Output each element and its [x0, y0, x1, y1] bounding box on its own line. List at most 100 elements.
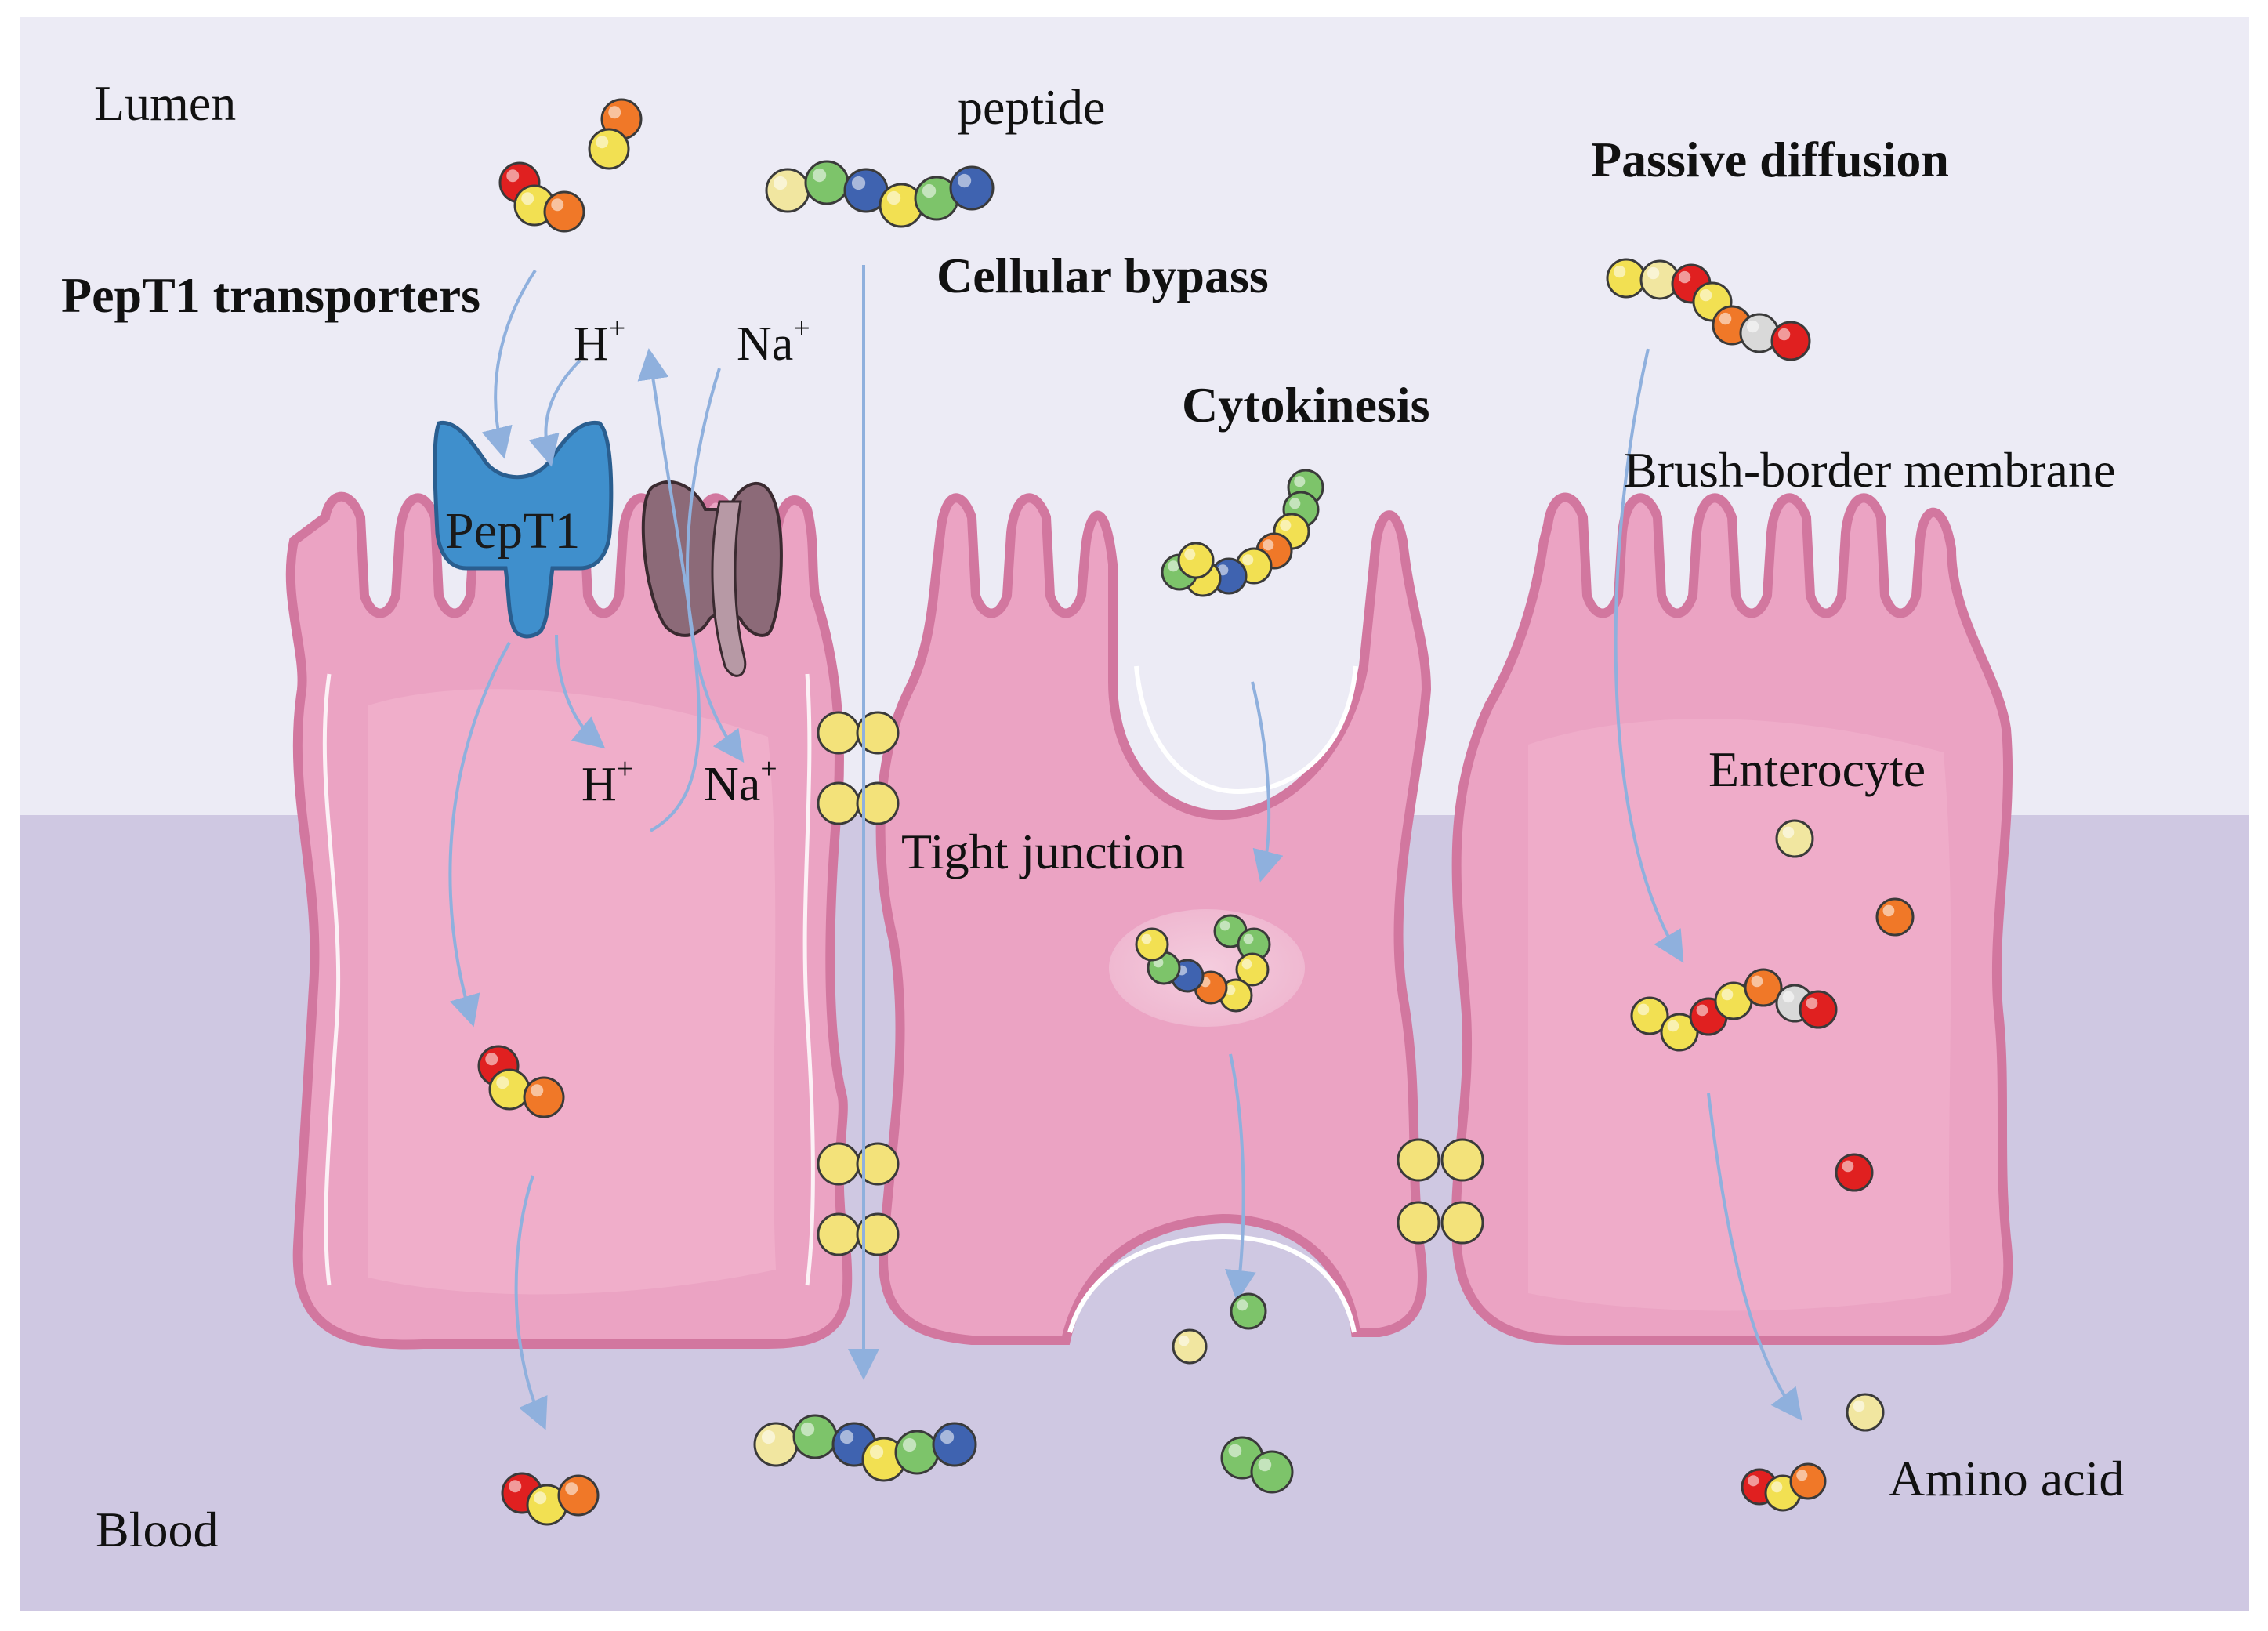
tight-junction-bead — [856, 711, 900, 755]
bead-body — [1606, 258, 1647, 299]
bead-shine — [1882, 904, 1895, 917]
bead-body — [1775, 819, 1814, 858]
na-ion-cytosol: Na+ — [704, 754, 777, 811]
tight-junction-bead — [1397, 1201, 1440, 1245]
bead-shine — [1168, 560, 1179, 572]
tripeptide-blood — [501, 1472, 600, 1526]
bead-shine — [957, 173, 972, 188]
bead-shine — [851, 176, 866, 190]
tight-junction-label: Tight junction — [901, 824, 1186, 879]
transport-arrow — [555, 634, 606, 749]
exchanger-inner-subunit — [711, 500, 747, 677]
bead-shine — [496, 1076, 509, 1089]
hexapeptide-blood — [753, 1414, 977, 1482]
amino-acid-beads — [477, 98, 1915, 1526]
bead-shine — [531, 1084, 544, 1097]
bead-body — [932, 1422, 977, 1467]
amino-acid-bead — [765, 168, 810, 213]
amino-acid-bead — [753, 1422, 799, 1467]
bead-shine — [1242, 554, 1254, 566]
bead-shine — [761, 1430, 776, 1444]
tight-junction-bead — [817, 781, 860, 825]
amino-acid-bead — [1692, 281, 1733, 322]
bead-shine — [1613, 265, 1626, 278]
transport-arrow — [1251, 681, 1284, 883]
amino-acid-bead — [894, 1430, 940, 1475]
bead-shine — [551, 198, 564, 212]
endocytic-vesicle — [1109, 909, 1305, 1027]
bead-body — [753, 1422, 799, 1467]
hexapeptide-lumen — [765, 160, 995, 228]
amino-acid-bead — [1230, 1292, 1267, 1330]
transport-arrow — [1707, 1093, 1802, 1421]
inner-membrane-right — [802, 673, 815, 1286]
bead-shine — [1842, 1160, 1854, 1173]
bead-body — [488, 1068, 531, 1111]
dipeptide-blood — [1220, 1436, 1294, 1494]
amino-acid-bead — [804, 160, 850, 205]
amino-acid-bead — [557, 1474, 600, 1517]
pept1-transporters-label: PepT1 transporters — [61, 267, 481, 323]
bead-shine — [839, 1430, 854, 1444]
bead-shine — [1667, 1020, 1679, 1032]
bead-body — [1135, 927, 1169, 962]
amino-acid-bead — [1770, 321, 1811, 361]
amino-acid-bead — [1775, 984, 1814, 1023]
bead-shine — [1796, 1470, 1808, 1481]
bead-body — [1835, 1153, 1874, 1192]
bead-shine — [1225, 984, 1236, 995]
amino-acid-bead — [1799, 990, 1838, 1029]
bead-body — [1875, 897, 1915, 937]
blood-label: Blood — [96, 1502, 219, 1557]
amino-acid-bead — [1235, 952, 1270, 987]
bead-shine — [1280, 520, 1292, 531]
tripeptide-lumen — [498, 161, 585, 233]
bead-body — [1770, 321, 1811, 361]
bead-body — [1250, 1450, 1294, 1494]
bead-body — [894, 1430, 940, 1475]
bead-shine — [1243, 933, 1254, 944]
tight-junction-bead — [856, 1212, 900, 1256]
amino-acid-bead — [588, 128, 630, 170]
h-ion-cytosol: H+ — [581, 754, 633, 809]
bead-shine — [1777, 328, 1791, 341]
bead-shine — [1184, 549, 1196, 560]
bead-shine — [485, 1053, 498, 1066]
tight-junctions — [817, 711, 1484, 1256]
bead-shine — [1719, 312, 1732, 325]
bead-shine — [1696, 1004, 1708, 1017]
amino-acid-bead — [932, 1422, 977, 1467]
amino-acid-bead — [488, 1068, 531, 1111]
amino-acid-bead — [792, 1414, 838, 1459]
bead-shine — [1748, 1475, 1759, 1487]
h-ion-lumen: H+ — [574, 314, 625, 371]
bead-shine — [1853, 1400, 1865, 1412]
bead-shine — [1228, 1444, 1242, 1458]
transport-arrow — [528, 359, 581, 467]
bead-body — [1846, 1393, 1885, 1432]
na-ion-cytosol-base: Na — [704, 758, 761, 811]
na-ion-lumen-base: Na — [737, 317, 794, 371]
dipeptide-lumen — [588, 98, 643, 170]
basal-opening — [1067, 1234, 1357, 1333]
bead-shine — [1782, 991, 1795, 1003]
peptide-cell-right — [1630, 968, 1838, 1052]
bead-shine — [1258, 1458, 1272, 1472]
tight-junction-bead — [817, 1212, 860, 1256]
inner-membrane-left — [322, 673, 341, 1286]
amino-acid-bead — [1846, 1393, 1885, 1432]
pept1-transporter — [433, 420, 614, 639]
bead-shine — [534, 1491, 547, 1505]
peptide-cytokinesis — [1161, 469, 1324, 597]
bead-body — [1177, 542, 1215, 579]
h-ion-lumen-base: H — [574, 317, 609, 371]
amino-acid-bead — [1135, 927, 1169, 962]
bead-shine — [800, 1422, 815, 1437]
bead-body — [804, 160, 850, 205]
na-ion-lumen: Na+ — [737, 314, 810, 371]
amino-acid-label: Amino acid — [1889, 1451, 2125, 1506]
pept1-label: PepT1 — [445, 502, 581, 560]
peptide-label: peptide — [958, 79, 1106, 135]
amino-acid-bead — [1835, 1153, 1874, 1192]
